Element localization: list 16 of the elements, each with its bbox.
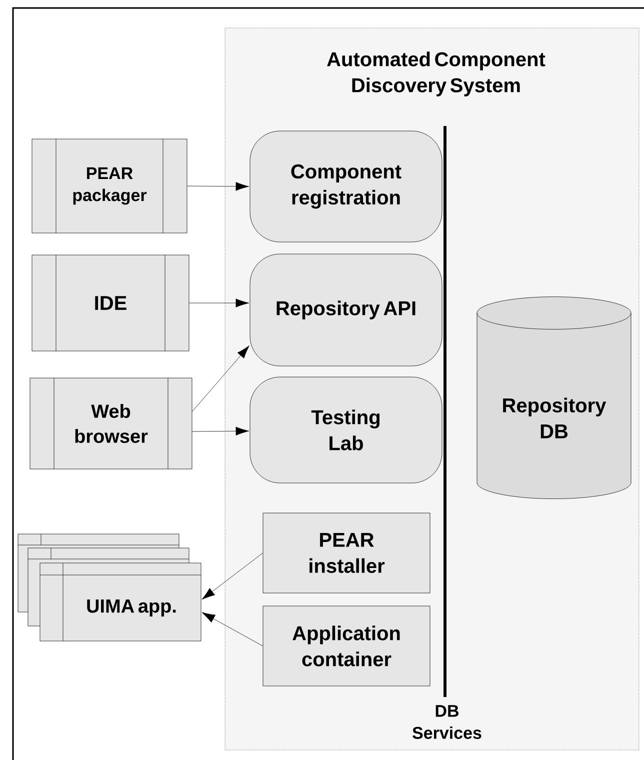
database-cylinder: Repository DB	[476, 296, 632, 499]
client-box: IDE	[32, 254, 190, 352]
arrow	[192, 346, 250, 412]
service-box: Testing Lab	[250, 376, 442, 484]
service-box: Application container	[262, 606, 430, 686]
client-box: PEAR packager	[32, 138, 188, 234]
client-box: Web browser	[30, 378, 192, 470]
service-box: Repository API	[250, 254, 442, 366]
arrow	[189, 298, 250, 308]
application-window-stack: UIMA app.	[18, 534, 202, 642]
arrow	[187, 182, 250, 191]
arrow	[192, 426, 250, 436]
service-box: PEAR installer	[262, 512, 430, 594]
arrow	[202, 552, 263, 600]
service-box: Component registration	[250, 130, 442, 242]
arrow	[202, 612, 263, 646]
